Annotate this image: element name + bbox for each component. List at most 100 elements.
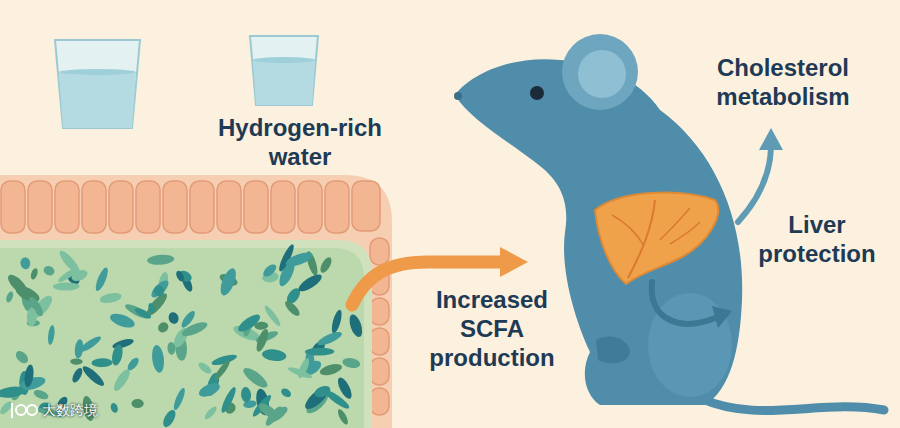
epithelial-cell bbox=[109, 181, 133, 233]
bacterium bbox=[20, 257, 31, 270]
bacterium bbox=[109, 402, 119, 414]
bacterium bbox=[179, 309, 197, 330]
bacterium bbox=[217, 266, 239, 297]
bacterium bbox=[219, 386, 238, 415]
bacterium bbox=[111, 367, 132, 393]
cholesterol-arrow bbox=[738, 128, 783, 222]
bacterium bbox=[161, 408, 178, 428]
bacterium bbox=[23, 364, 35, 388]
epithelial-cell bbox=[370, 328, 389, 355]
bacterium bbox=[0, 385, 26, 400]
bacterium bbox=[167, 311, 180, 325]
bacterium bbox=[318, 256, 334, 275]
bacterium bbox=[280, 387, 293, 399]
bacterium bbox=[57, 248, 83, 276]
bacterium bbox=[213, 359, 232, 382]
bacterium bbox=[32, 388, 49, 401]
bacterium bbox=[13, 349, 30, 366]
bacterium bbox=[134, 306, 153, 320]
bacterium bbox=[203, 405, 218, 421]
bacterium bbox=[302, 384, 332, 413]
bacterium bbox=[110, 343, 124, 366]
bacterium bbox=[108, 311, 136, 330]
epithelial-cell bbox=[163, 181, 187, 233]
circulation-arrow bbox=[652, 282, 732, 328]
bacterium bbox=[27, 308, 37, 327]
watermark: 大数跨境 bbox=[42, 401, 152, 419]
epithelial-cell bbox=[370, 388, 389, 415]
epithelial-cell bbox=[370, 238, 389, 265]
bacterium bbox=[167, 342, 176, 355]
bacterium bbox=[149, 278, 171, 300]
epithelial-cell bbox=[370, 298, 389, 325]
bacterium bbox=[323, 388, 351, 411]
epithelial-cell bbox=[55, 181, 79, 233]
bacterium bbox=[342, 357, 361, 370]
bacterium bbox=[5, 291, 15, 304]
bacterium bbox=[151, 344, 166, 373]
intestine bbox=[0, 175, 392, 428]
bacterium bbox=[256, 401, 279, 421]
bacterium bbox=[172, 387, 187, 411]
epithelial-cell bbox=[325, 181, 349, 233]
bacterium bbox=[93, 266, 110, 292]
epithelial-cell bbox=[370, 358, 389, 385]
bacterium bbox=[254, 328, 270, 353]
bacterium bbox=[296, 271, 324, 294]
epithelial-cell bbox=[190, 181, 214, 233]
bacterium bbox=[284, 250, 314, 269]
epithelial-cell bbox=[136, 181, 160, 233]
bacterium bbox=[126, 356, 141, 372]
bacterium bbox=[147, 254, 175, 266]
bacterium bbox=[236, 312, 263, 335]
bacterium bbox=[91, 358, 112, 367]
bacterium bbox=[29, 267, 39, 280]
bacterium bbox=[240, 387, 252, 403]
epithelial-cell bbox=[217, 181, 241, 233]
liver bbox=[595, 193, 718, 284]
bacterium bbox=[175, 270, 186, 283]
epithelial-cell bbox=[352, 181, 380, 231]
bacterium bbox=[80, 364, 106, 389]
bacterium bbox=[99, 291, 123, 304]
bacterium bbox=[330, 309, 344, 334]
epithelial-cell bbox=[298, 181, 322, 233]
bacterium bbox=[197, 361, 214, 376]
watermark-logo bbox=[12, 403, 37, 418]
bacterium bbox=[131, 399, 143, 408]
water-label: Hydrogen-rich water bbox=[205, 113, 395, 171]
bacterium bbox=[5, 272, 30, 297]
bacterium bbox=[261, 348, 287, 362]
bacterium bbox=[156, 320, 170, 334]
scfa-label: Increased SCFA production bbox=[412, 285, 572, 372]
bacterium bbox=[78, 334, 103, 354]
bacterium bbox=[261, 262, 278, 279]
cholesterol-label: Cholesterol metabolism bbox=[688, 53, 878, 111]
bacterium bbox=[347, 313, 365, 339]
epithelial-cell bbox=[271, 181, 295, 233]
water-glass bbox=[55, 40, 140, 128]
bacterium bbox=[53, 282, 80, 290]
bacterium bbox=[319, 362, 344, 377]
bacterium bbox=[305, 348, 334, 356]
bacterium bbox=[153, 284, 165, 297]
epithelial-cell bbox=[1, 181, 25, 233]
liver-label: Liver protection bbox=[742, 210, 892, 268]
bacterium bbox=[283, 299, 302, 318]
epithelial-cell bbox=[28, 181, 52, 233]
bacterium bbox=[316, 329, 344, 348]
bacterium bbox=[287, 365, 313, 380]
epithelial-cell bbox=[82, 181, 106, 233]
bacterium bbox=[197, 380, 222, 399]
epithelial-cell bbox=[244, 181, 268, 233]
bacterium bbox=[70, 358, 83, 364]
bacterium bbox=[241, 365, 271, 391]
bacterium bbox=[42, 264, 56, 277]
bacterium bbox=[47, 325, 56, 346]
bacterium bbox=[336, 408, 350, 426]
bacterium bbox=[70, 367, 84, 384]
water-glass bbox=[250, 36, 318, 105]
bacterium bbox=[263, 304, 283, 328]
